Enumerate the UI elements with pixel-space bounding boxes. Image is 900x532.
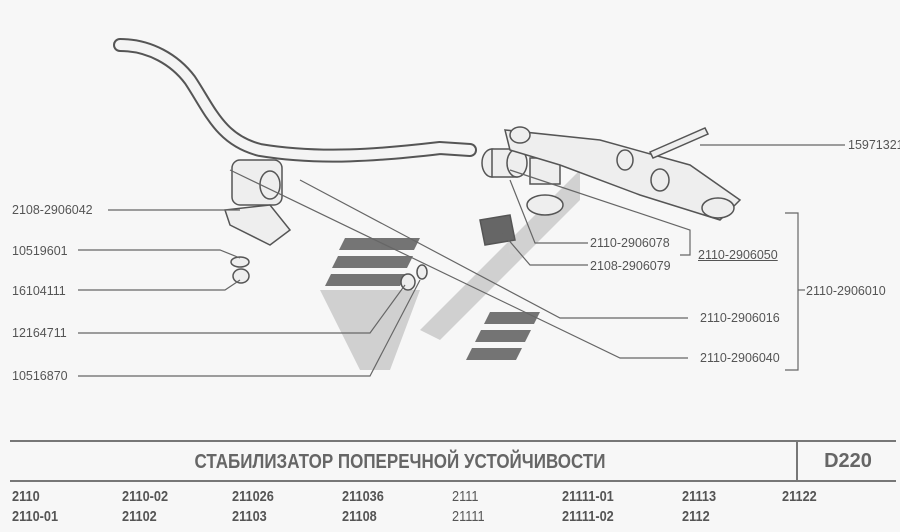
callout-stabilizer-assembly: 2110-2906010 [806,284,886,298]
callout-washer: 10519601 [12,244,68,258]
model-code: 21111-02 [562,508,614,525]
callout-washer-2: 10516870 [12,369,68,383]
model-code: 2110-02 [122,488,169,505]
diagram-code: D220 [796,442,898,480]
title-bar: СТАБИЛИЗАТОР ПОПЕРЕЧНОЙ УСТОЙЧИВОСТИ D22… [10,440,896,482]
stabilizer-drawing [78,38,845,377]
model-code: 21103 [232,508,267,525]
model-code: 211036 [342,488,384,505]
model-code: 211026 [232,488,274,505]
model-code: 21111-01 [562,488,614,505]
model-code: 2110 [12,488,40,505]
callout-bar: 2110-2906016 [700,311,780,325]
model-code: 2112 [682,508,710,525]
model-code: 21102 [122,508,157,525]
model-code: 21113 [682,488,717,505]
callout-link-assembly: 2110-2906050 [698,248,778,262]
model-code: 21111 [452,508,485,525]
callout-bolt: 12164711 [12,326,67,340]
callout-bar-cushion: 2110-2906040 [700,351,780,365]
callout-cushion: 2108-2906079 [590,259,671,273]
callout-bracket: 2108-2906042 [12,203,93,217]
model-code: 21122 [782,488,817,505]
diagram-title: СТАБИЛИЗАТОР ПОПЕРЕЧНОЙ УСТОЙЧИВОСТИ [194,451,606,473]
bracket [223,159,292,284]
model-code: 2110-01 [12,508,59,525]
model-code: 2111 [452,488,479,505]
model-code: 21108 [342,508,377,525]
leader-lines [78,144,845,377]
link-arm [504,126,742,221]
callout-nut: 16104111 [12,284,66,298]
callout-arm-bolt: 15971321 [848,138,900,152]
callout-bushing: 2110-2906078 [590,236,670,250]
